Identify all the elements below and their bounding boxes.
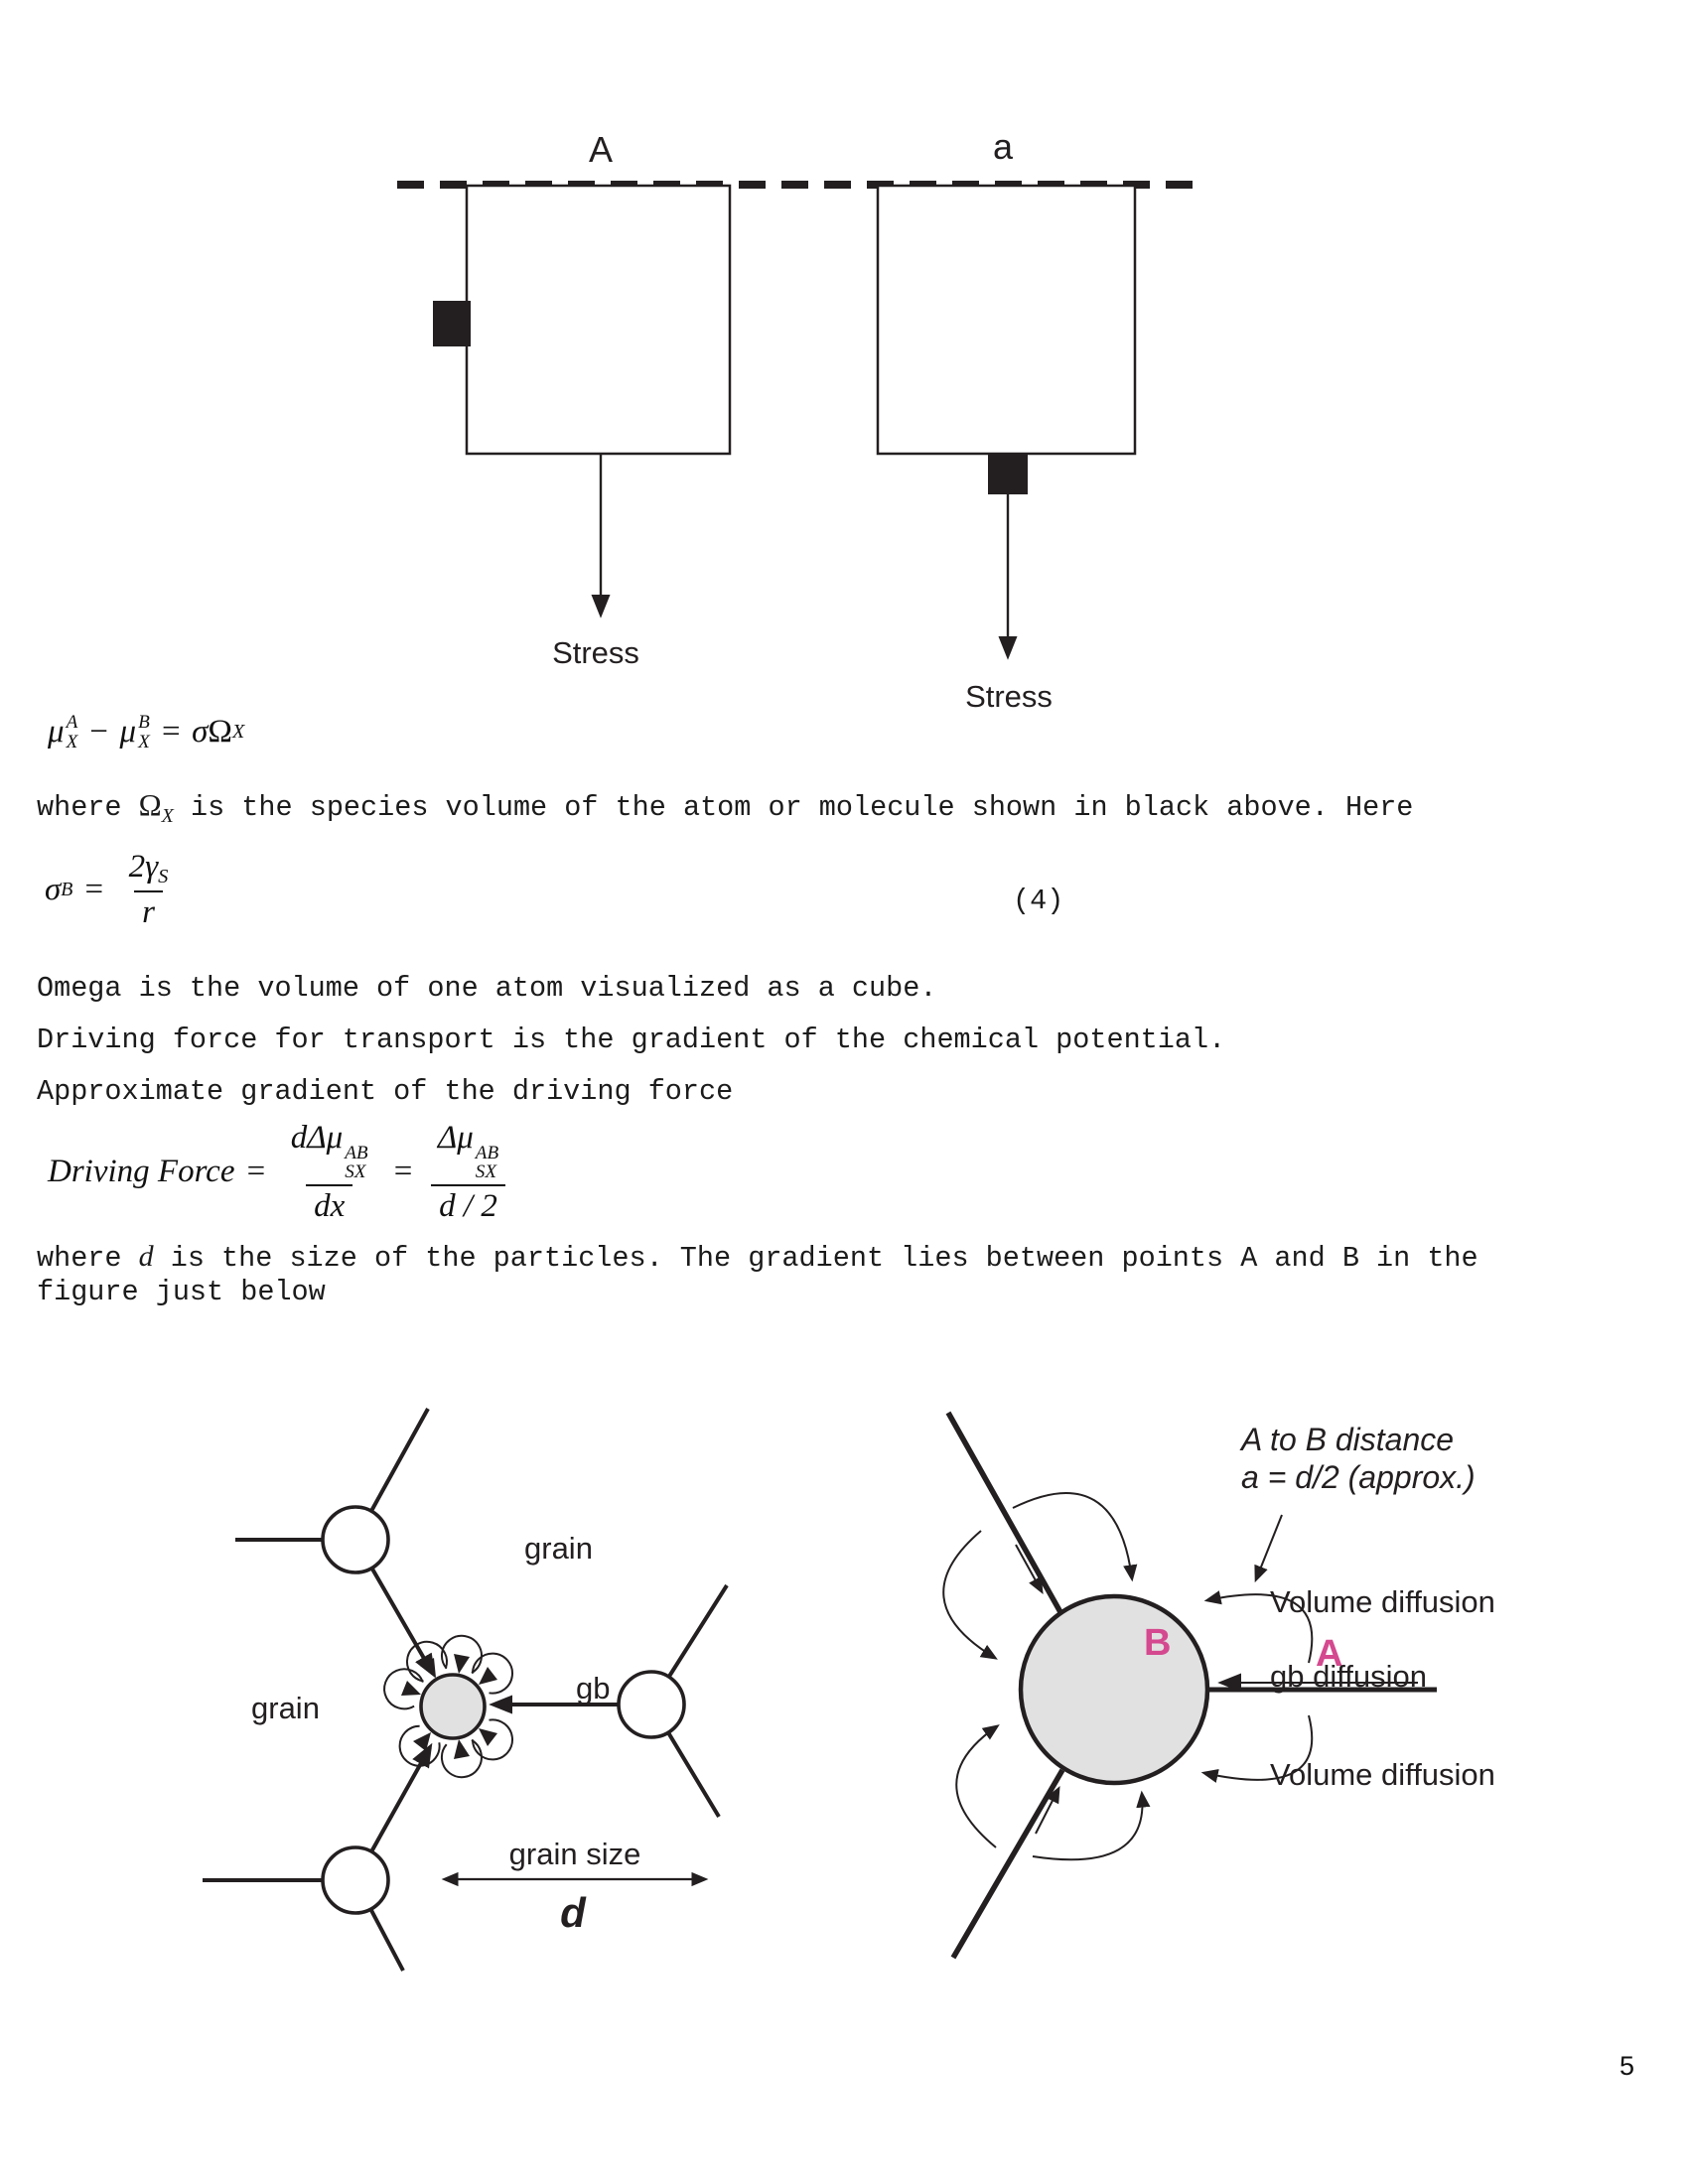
grain-boundary-line — [950, 1768, 1065, 1960]
paragraph-particle-size: where d is the size of the particles. Th… — [37, 1239, 1478, 1277]
label-point-B: B — [1144, 1622, 1171, 1664]
figure-grain-junction: grain grain gb grain size d — [203, 1408, 729, 1972]
eq3-equals1: = — [244, 1154, 267, 1190]
grain-label-left: grain — [251, 1691, 320, 1725]
eq1-sup-B: B — [138, 712, 150, 733]
eq1-sub-X2: X — [138, 731, 150, 752]
eq2-sup-B: B — [61, 879, 73, 901]
eq1-equals: = — [159, 714, 183, 751]
eq3-f1-sup: AB — [345, 1142, 368, 1163]
eq3-f1-sub: SX — [345, 1161, 366, 1183]
volume-diffusion-arc — [1012, 1492, 1138, 1582]
para1-pre: where — [37, 791, 139, 824]
gb-label: gb — [576, 1671, 610, 1706]
eq3-lhs: Driving Force — [48, 1154, 235, 1190]
label-a: a — [993, 126, 1014, 167]
grain-size-label: grain size — [509, 1837, 641, 1871]
particle-box-A — [465, 184, 732, 456]
volume-diffusion-arc — [955, 1724, 1000, 1848]
grain-boundary-line — [945, 1411, 1063, 1614]
eq3-f1-den: dx — [306, 1183, 353, 1225]
gb-diffusion-label: gb diffusion — [1270, 1659, 1427, 1694]
shrinking-pore-circle — [419, 1673, 487, 1740]
stress-label-right: Stress — [965, 679, 1053, 714]
eq3-f2-num: Δμ — [437, 1120, 474, 1156]
eq2-sigma: σ — [45, 872, 62, 908]
eq2-numerator: 2γ — [128, 849, 159, 885]
volume-diffusion-label-bottom: Volume diffusion — [1270, 1757, 1495, 1792]
eq2-fraction: 2γS r — [121, 849, 177, 931]
caption-pointer-arrow — [1254, 1514, 1283, 1583]
volume-diffusion-label-top: Volume diffusion — [1270, 1584, 1495, 1619]
eq2-denominator: r — [134, 890, 163, 931]
eq1-sup-A: A — [66, 712, 78, 733]
para5-d: d — [138, 1240, 154, 1273]
paragraph-driving-force: Driving force for transport is the gradi… — [37, 1024, 1226, 1056]
pore-circle — [321, 1845, 390, 1915]
stress-label-left: Stress — [552, 635, 639, 670]
caption-a-to-b-line2: a = d/2 (approx.) — [1241, 1459, 1476, 1495]
page-number: 5 — [1619, 2051, 1635, 2081]
gb-flux-arrow — [1015, 1544, 1044, 1594]
eq2-num-sub: S — [158, 866, 169, 888]
pore-circle — [321, 1505, 390, 1574]
eq1-sigma: σ — [192, 714, 209, 751]
eq1-mu2: μ — [119, 714, 137, 751]
grain-label-top: grain — [524, 1531, 593, 1566]
volume-diffusion-arc — [1200, 1714, 1314, 1783]
figure-stress-particles: A a Stress Stress — [397, 126, 1203, 714]
eq3-f2-sup: AB — [475, 1142, 499, 1163]
volume-diffusion-arc — [1203, 1590, 1314, 1664]
eq3-f1-num: dΔμ — [290, 1120, 344, 1156]
label-A: A — [589, 129, 613, 170]
figure-diffusion-paths: A to B distance a = d/2 (approx.) Volume… — [942, 1411, 1495, 1960]
grain-size-d-label: d — [560, 1889, 587, 1936]
para5-pre: where — [37, 1242, 139, 1275]
label-point-A: A — [1316, 1633, 1342, 1675]
para1-post: is the species volume of the atom or mol… — [173, 791, 1414, 824]
volume-diffusion-arc — [1032, 1790, 1151, 1861]
gb-flux-arrow — [1035, 1785, 1060, 1835]
para1-omega: ΩX — [138, 787, 174, 828]
paragraph-species-volume: where ΩX is the species volume of the at… — [37, 787, 1413, 834]
para5-post: is the size of the particles. The gradie… — [153, 1242, 1478, 1275]
equation-number: (4) — [1013, 885, 1064, 917]
eq1-sub-X3: X — [231, 721, 245, 744]
particle-box-a — [876, 184, 1137, 456]
atom-square-left — [433, 301, 471, 346]
diffusion-arrowhead — [401, 1654, 497, 1759]
paragraph-omega-cube: Omega is the volume of one atom visualiz… — [37, 972, 937, 1005]
paragraph-approximate-gradient: Approximate gradient of the driving forc… — [37, 1075, 734, 1108]
eq3-f2-sub: SX — [475, 1161, 497, 1183]
diffusion-arc — [383, 1634, 513, 1779]
eq1-mu1: μ — [48, 714, 65, 751]
pore-circle-large — [1018, 1593, 1210, 1786]
eq1-omega: Ω — [208, 714, 232, 751]
eq2-equals: = — [82, 872, 105, 908]
paragraph-particle-size-line2: figure just below — [37, 1276, 326, 1308]
pore-circle — [617, 1670, 686, 1739]
eq3-equals2: = — [391, 1154, 414, 1190]
volume-diffusion-arc — [942, 1530, 998, 1660]
atom-square-right — [988, 453, 1028, 494]
eq3-f2-den: d / 2 — [431, 1183, 505, 1225]
eq1-sub-X1: X — [66, 731, 78, 752]
eq1-minus: − — [87, 714, 110, 751]
caption-a-to-b-line1: A to B distance — [1239, 1422, 1454, 1457]
